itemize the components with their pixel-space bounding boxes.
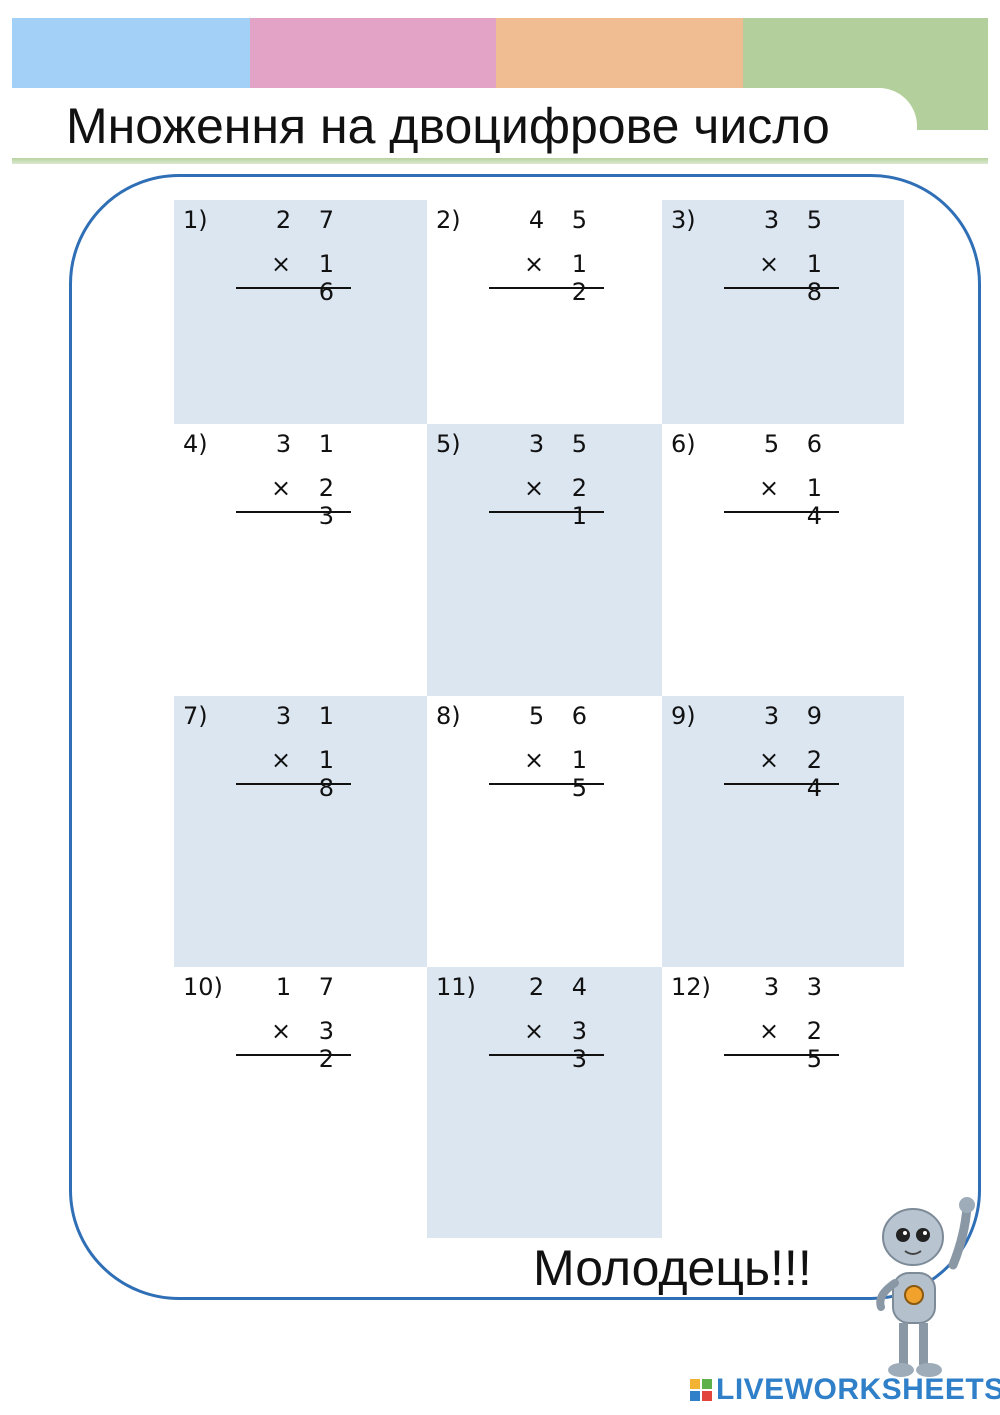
problem-number: 5) [436, 430, 461, 458]
problem-cell[interactable]: 4) 3 1 × 2 3 [174, 424, 427, 696]
multiplier: × 2 4 [758, 746, 832, 802]
multiplicand: 5 6 [528, 702, 597, 730]
header-color-bar-orange [496, 18, 743, 88]
answer-line [724, 1054, 839, 1056]
multiplier: × 1 6 [270, 250, 344, 306]
problem-number: 8) [436, 702, 461, 730]
problem-number: 12) [671, 973, 711, 1001]
multiplicand: 3 5 [763, 206, 832, 234]
problem-cell[interactable]: 5) 3 5 × 2 1 [427, 424, 662, 696]
answer-line [724, 287, 839, 289]
praise-text: Молодець!!! [533, 1240, 812, 1296]
problem-cell[interactable]: 6) 5 6 × 1 4 [662, 424, 904, 696]
liveworksheets-brand: LIVEWORKSHEETS [690, 1372, 1000, 1408]
problem-number: 7) [183, 702, 208, 730]
answer-line [236, 783, 351, 785]
multiplicand: 3 1 [275, 702, 344, 730]
multiplicand: 3 3 [763, 973, 832, 1001]
title-tab [12, 88, 917, 158]
multiplicand: 3 1 [275, 430, 344, 458]
answer-line [236, 287, 351, 289]
problem-number: 6) [671, 430, 696, 458]
multiplier: × 1 2 [523, 250, 597, 306]
problem-cell[interactable]: 9) 3 9 × 2 4 [662, 696, 904, 967]
multiplier: × 1 4 [758, 474, 832, 530]
liveworksheets-logo-icon [690, 1379, 712, 1401]
multiplicand: 4 5 [528, 206, 597, 234]
problem-cell[interactable]: 12) 3 3 × 2 5 [662, 967, 904, 1238]
answer-line [489, 1054, 604, 1056]
multiplicand: 3 5 [528, 430, 597, 458]
multiplier: × 2 1 [523, 474, 597, 530]
multiplicand: 3 9 [763, 702, 832, 730]
problem-number: 9) [671, 702, 696, 730]
problem-cell[interactable]: 1) 2 7 × 1 6 [174, 200, 427, 424]
title-underline [12, 158, 988, 164]
multiplicand: 1 7 [275, 973, 344, 1001]
problem-cell[interactable]: 7) 3 1 × 1 8 [174, 696, 427, 967]
header-color-bar-pink [250, 18, 496, 88]
problem-number: 2) [436, 206, 461, 234]
answer-line [489, 287, 604, 289]
multiplier: × 3 2 [270, 1017, 344, 1073]
multiplicand: 2 7 [275, 206, 344, 234]
multiplier: × 3 3 [523, 1017, 597, 1073]
answer-line [724, 783, 839, 785]
multiplicand: 2 4 [528, 973, 597, 1001]
header-color-bar-blue [12, 18, 250, 88]
problem-cell[interactable]: 8) 5 6 × 1 5 [427, 696, 662, 967]
problem-number: 1) [183, 206, 208, 234]
problem-number: 11) [436, 973, 476, 1001]
problem-cell[interactable]: 11) 2 4 × 3 3 [427, 967, 662, 1238]
answer-line [236, 511, 351, 513]
answer-line [724, 511, 839, 513]
page-title: Множення на двоцифрове число [66, 98, 830, 154]
answer-line [489, 511, 604, 513]
robot-waving-icon [876, 1197, 975, 1377]
multiplier: × 2 3 [270, 474, 344, 530]
problem-number: 3) [671, 206, 696, 234]
multiplier: × 2 5 [758, 1017, 832, 1073]
multiplier: × 1 8 [758, 250, 832, 306]
problem-cell[interactable]: 2) 4 5 × 1 2 [427, 200, 662, 424]
problem-number: 10) [183, 973, 223, 1001]
problem-cell[interactable]: 10) 1 7 × 3 2 [174, 967, 427, 1238]
multiplier: × 1 8 [270, 746, 344, 802]
multiplier: × 1 5 [523, 746, 597, 802]
brand-text: LIVEWORKSHEETS [716, 1373, 1000, 1406]
problem-number: 4) [183, 430, 208, 458]
answer-line [489, 783, 604, 785]
problem-cell[interactable]: 3) 3 5 × 1 8 [662, 200, 904, 424]
answer-line [236, 1054, 351, 1056]
multiplicand: 5 6 [763, 430, 832, 458]
problems-grid: 1) 2 7 × 1 6 2) 4 5 × 1 2 3) 3 5 × 1 8 4) 3 1 × 2 3… [174, 200, 904, 1238]
